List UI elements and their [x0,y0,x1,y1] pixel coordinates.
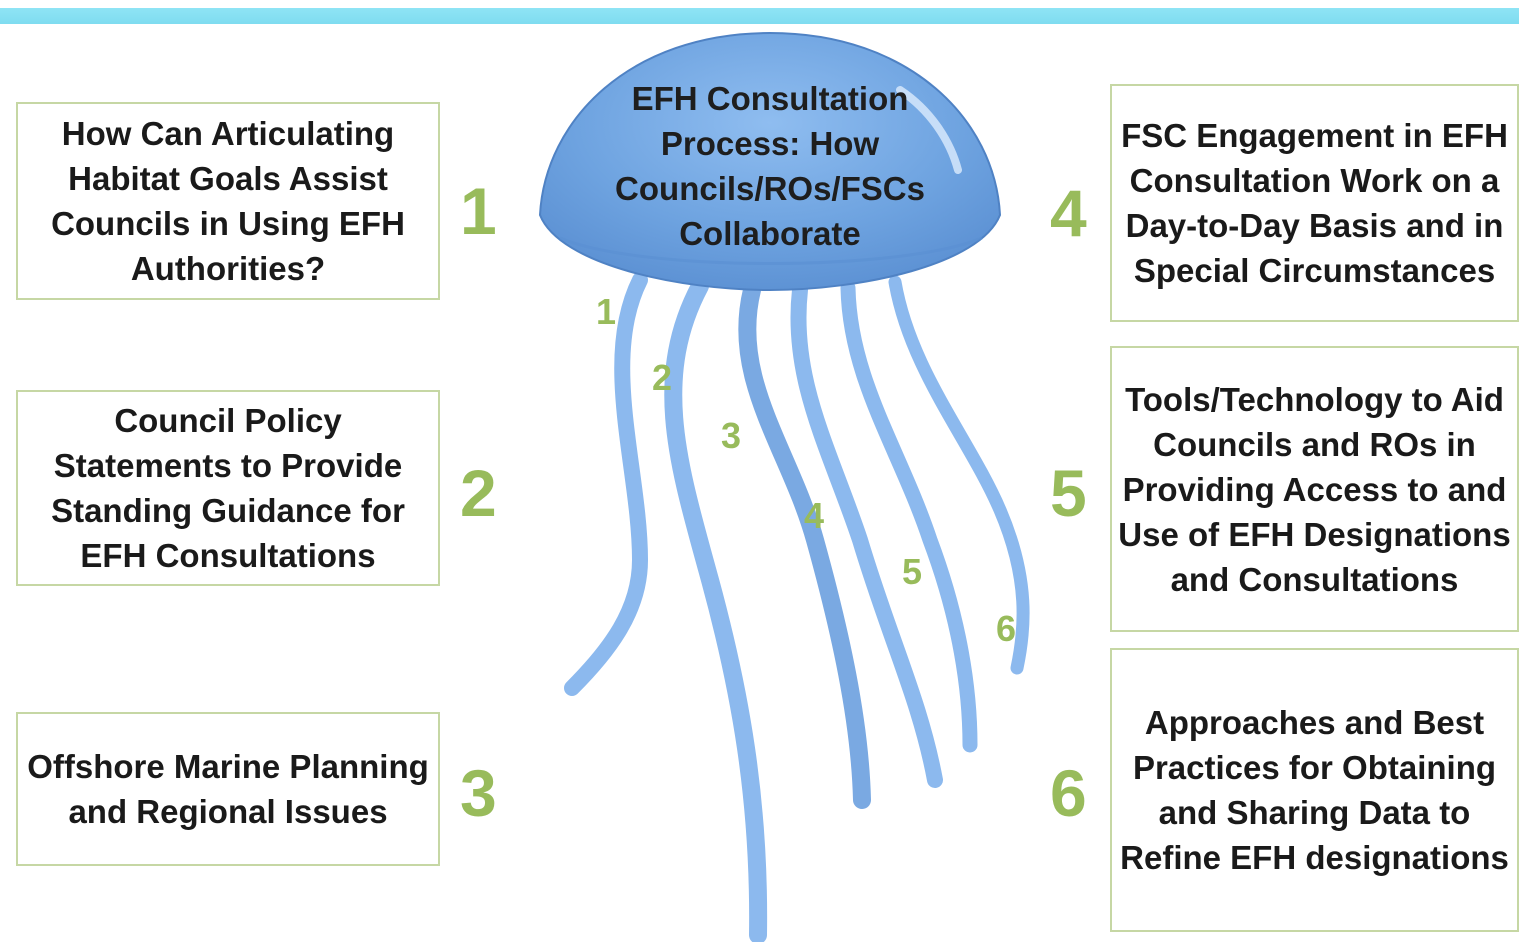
topic-number-5: 5 [1050,456,1087,530]
topic-box-3: Offshore Marine Planning and Regional Is… [16,712,440,866]
tentacle-label-2: 2 [652,357,672,398]
topic-text-2: Council Policy Statements to Provide Sta… [51,402,405,574]
diagram-title: EFH Consultation Process: How Councils/R… [615,80,925,252]
topic-number-2: 2 [460,456,497,530]
tentacle-label-6: 6 [996,608,1016,649]
topic-box-5: Tools/Technology to Aid Councils and ROs… [1110,346,1519,632]
topic-text-3: Offshore Marine Planning and Regional Is… [27,748,429,830]
tentacle-1 [564,272,649,696]
tentacle-5 [840,280,978,753]
top-accent-bar [0,8,1519,24]
topic-text-1: How Can Articulating Habitat Goals Assis… [51,115,405,287]
topic-box-4: FSC Engagement in EFH Consultation Work … [1110,84,1519,322]
topic-text-4: FSC Engagement in EFH Consultation Work … [1121,117,1508,289]
topic-text-5: Tools/Technology to Aid Councils and ROs… [1118,380,1511,598]
topic-text-6: Approaches and Best Practices for Obtain… [1120,704,1509,876]
jellyfish-bell [538,31,1002,292]
tentacle-2 [664,277,768,942]
topic-number-6: 6 [1050,756,1087,830]
tentacle-label-1: 1 [596,291,616,332]
topic-number-1: 1 [460,174,497,248]
tentacle-4 [790,282,943,788]
tentacle-label-5: 5 [902,551,922,592]
tentacles [564,272,1030,942]
tentacle-3 [738,281,871,809]
tentacle-6 [888,275,1030,675]
topic-number-4: 4 [1050,176,1087,250]
topic-box-1: How Can Articulating Habitat Goals Assis… [16,102,440,300]
tentacle-label-3: 3 [721,415,741,456]
topic-box-6: Approaches and Best Practices for Obtain… [1110,648,1519,932]
topic-box-2: Council Policy Statements to Provide Sta… [16,390,440,586]
topic-number-3: 3 [460,756,497,830]
bell-highlight [896,86,962,174]
bell-rim [559,236,983,265]
tentacle-label-4: 4 [804,495,824,536]
